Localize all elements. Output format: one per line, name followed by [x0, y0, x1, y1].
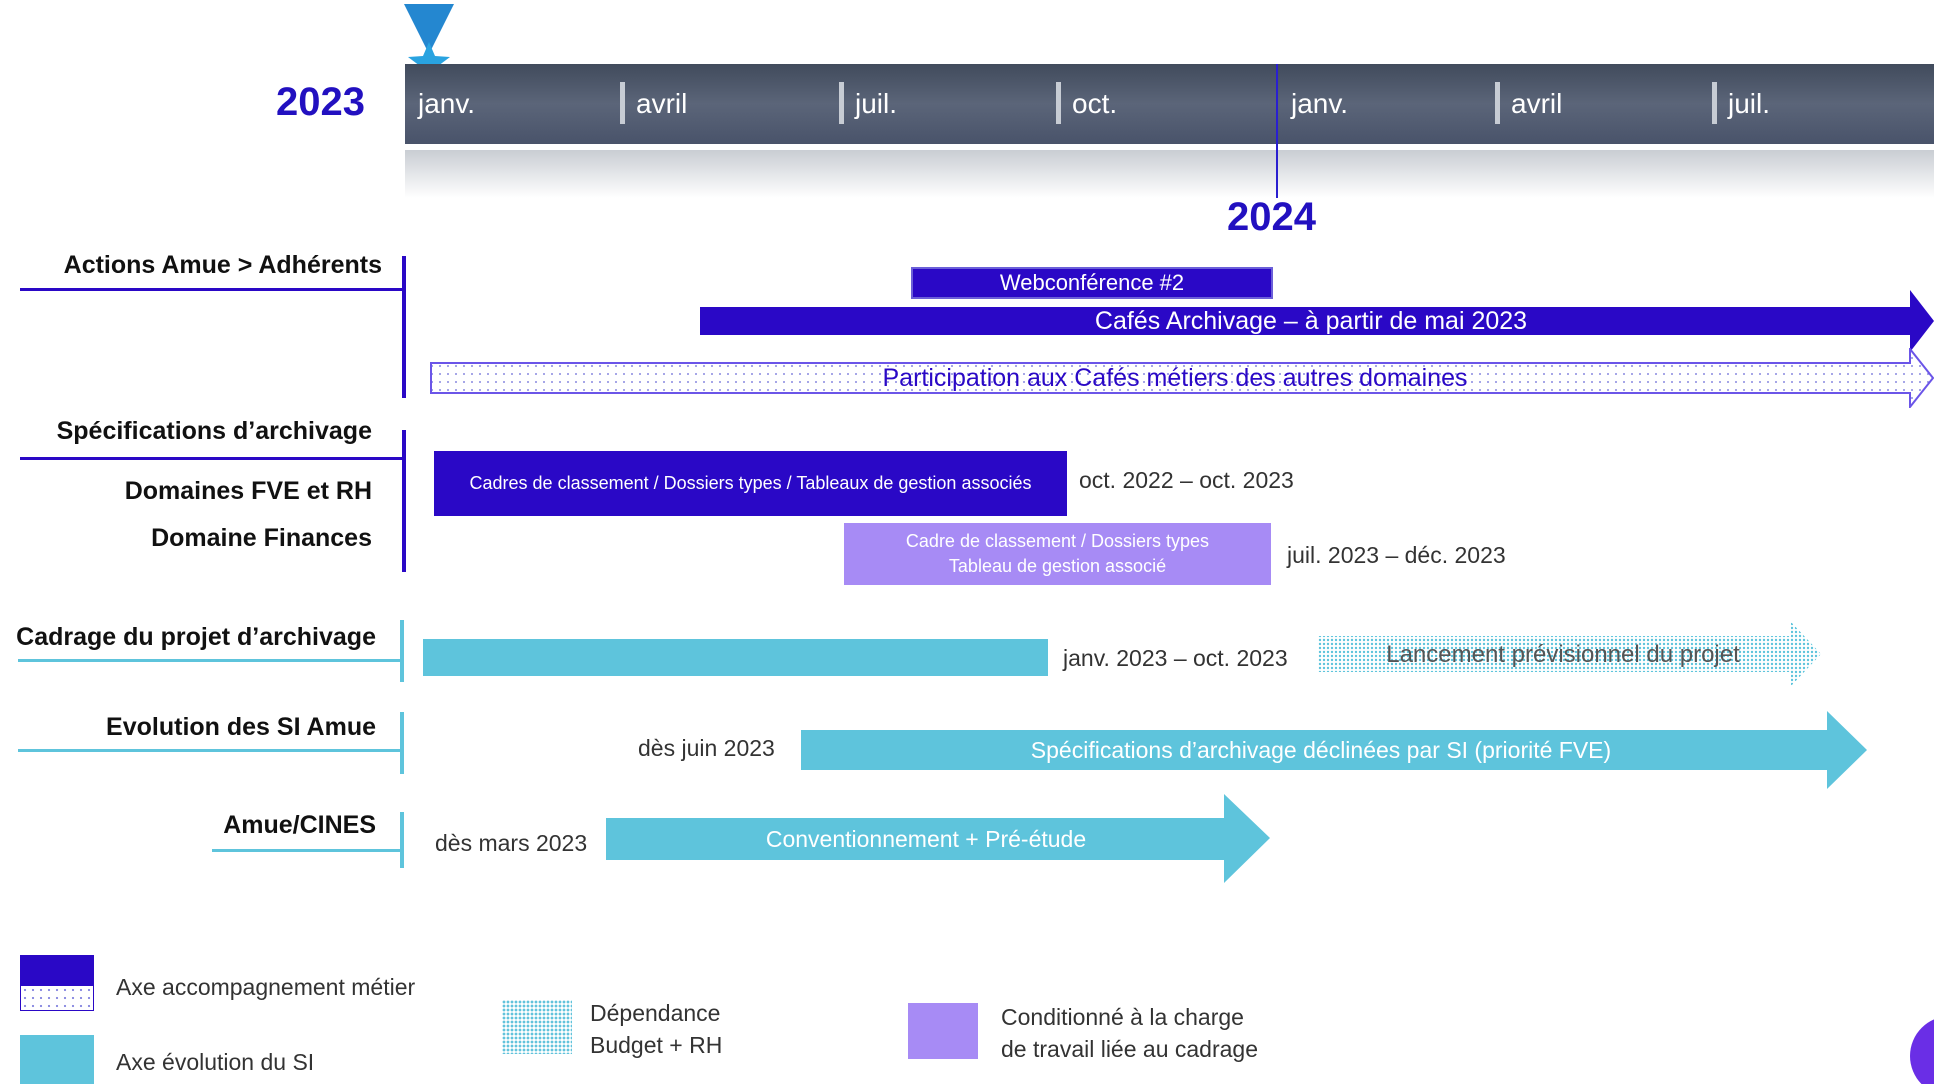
corner-decoration-icon: [1910, 1016, 1934, 1084]
row-bracket: [400, 812, 404, 868]
participation-arrow: [430, 346, 1934, 410]
month-label: janv.: [1291, 88, 1349, 119]
cadrage-date: janv. 2023 – oct. 2023: [1063, 645, 1288, 671]
legend-metier-swatch: [20, 955, 94, 1013]
row-label-cadrage: Cadrage du projet d’archivage: [16, 623, 376, 651]
cines-arrow: [606, 794, 1270, 883]
timeline-shadow: [405, 150, 1934, 198]
timeline-bar: [405, 64, 1934, 144]
row-underline: [20, 457, 405, 460]
finances-label-line1: Cadre de classement / Dossiers types: [905, 531, 1210, 551]
row-bracket: [400, 712, 404, 774]
cines-date: dès mars 2023: [435, 830, 588, 856]
webconference-bar: Webconférence #2: [911, 267, 1273, 299]
row-underline: [18, 659, 403, 662]
row-label-actions: Actions Amue > Adhérents: [63, 251, 382, 279]
month-label: janv.: [418, 88, 476, 119]
row-label-cines: Amue/CINES: [223, 811, 376, 839]
lancement-label: Lancement prévisionnel du projet: [1386, 641, 1740, 668]
row-bracket: [402, 256, 406, 398]
cadres-date: oct. 2022 – oct. 2023: [1079, 467, 1294, 493]
row-label-finances: Domaine Finances: [151, 524, 372, 552]
legend-si-label: Axe évolution du SI: [116, 1049, 315, 1075]
month-label: avril: [636, 88, 688, 119]
cafes-archivage-arrow: [700, 290, 1934, 352]
row-underline: [20, 288, 405, 291]
year-2023: 2023: [276, 80, 365, 124]
evolution-label: Spécifications d’archivage déclinées par…: [1030, 736, 1612, 763]
month-label: juil.: [1728, 88, 1771, 119]
legend-metier-label: Axe accompagnement métier: [116, 974, 416, 1000]
evolution-arrow: [801, 711, 1867, 789]
month-separator: [1712, 82, 1717, 124]
month-separator: [1056, 82, 1061, 124]
finances-date: juil. 2023 – déc. 2023: [1287, 542, 1506, 568]
cadrage-bar: [423, 639, 1048, 676]
row-label-evolution: Evolution des SI Amue: [106, 713, 376, 741]
cafes-archivage-label: Cafés Archivage – à partir de mai 2023: [1094, 306, 1528, 335]
row-label-fve-rh: Domaines FVE et RH: [124, 477, 372, 505]
cines-label: Conventionnement + Pré-étude: [765, 825, 1087, 852]
month-separator: [839, 82, 844, 124]
row-underline: [212, 849, 403, 852]
star-marker-icon: [404, 4, 454, 88]
legend-conditionne-line1: Conditionné à la charge: [1001, 1004, 1244, 1030]
finances-bar: Cadre de classement / Dossiers types Tab…: [844, 523, 1271, 585]
row-bracket: [402, 430, 406, 572]
legend-conditionne-swatch: [908, 1003, 978, 1059]
participation-label: Participation aux Cafés métiers des autr…: [882, 363, 1468, 392]
cadres-label: Cadres de classement / Dossiers types / …: [469, 473, 1032, 493]
finances-label-line2: Tableau de gestion associé: [948, 556, 1167, 576]
lancement-arrow: [1318, 622, 1821, 686]
row-label-specs: Spécifications d’archivage: [56, 417, 372, 445]
webconference-label: Webconférence #2: [999, 270, 1185, 295]
year-divider: [1276, 64, 1278, 198]
month-label: oct.: [1072, 88, 1118, 119]
month-separator: [620, 82, 625, 124]
legend-si-swatch: [20, 1035, 94, 1084]
legend-dependance-line1: Dépendance: [590, 1000, 721, 1026]
cadres-bar: Cadres de classement / Dossiers types / …: [434, 451, 1067, 516]
year-2024: 2024: [1227, 195, 1316, 239]
month-separator: [1495, 82, 1500, 124]
legend-conditionne-line2: de travail liée au cadrage: [1001, 1036, 1258, 1062]
row-bracket: [400, 620, 404, 682]
legend-dependance-swatch: [502, 1000, 572, 1054]
month-label: juil.: [855, 88, 898, 119]
month-label: avril: [1511, 88, 1563, 119]
legend-dependance-line2: Budget + RH: [590, 1032, 723, 1058]
row-underline: [18, 749, 403, 752]
evolution-date: dès juin 2023: [638, 735, 775, 761]
